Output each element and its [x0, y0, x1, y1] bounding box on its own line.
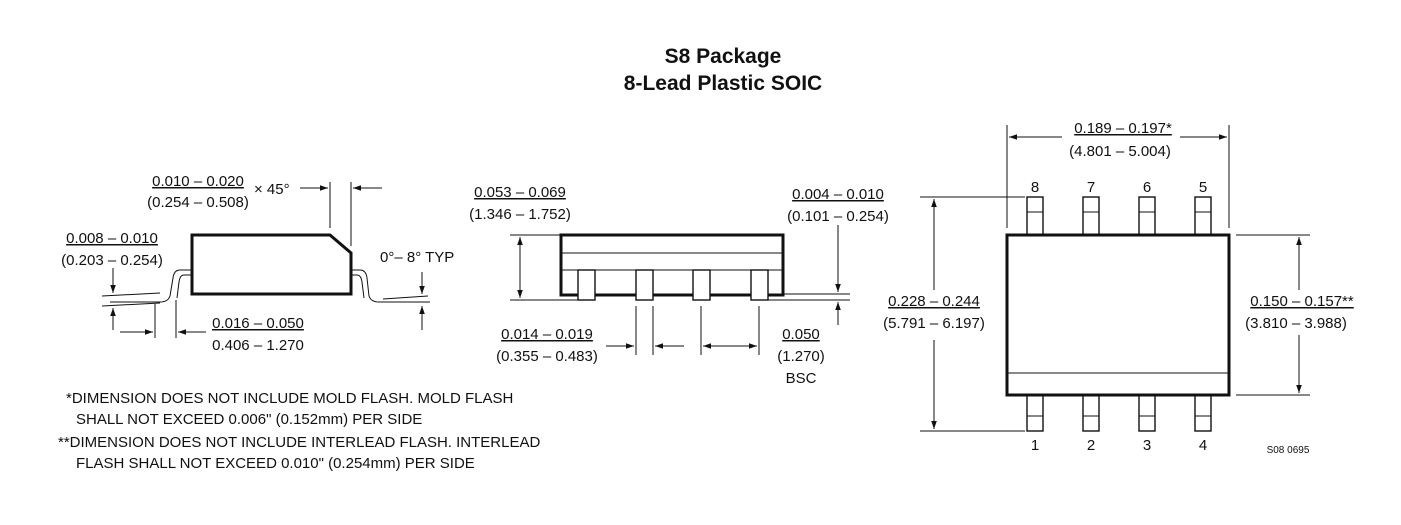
bottom-lead-4	[1194, 394, 1212, 432]
lead-width-inch: 0.014 – 0.019	[501, 326, 593, 343]
chamfer-inch: 0.010 – 0.020	[152, 173, 244, 190]
length-mm: (4.801 – 5.004)	[1069, 143, 1171, 160]
lead-thickness-inch: 0.008 – 0.010	[66, 230, 158, 247]
lead-width-mm: (0.355 – 0.483)	[496, 348, 598, 365]
height-inch: 0.053 – 0.069	[474, 184, 566, 201]
standoff-mm: (0.101 – 0.254)	[787, 208, 889, 225]
notes: *DIMENSION DOES NOT INCLUDE MOLD FLASH. …	[58, 390, 540, 472]
standoff-inch: 0.004 – 0.010	[792, 186, 884, 203]
pin-number-7: 7	[1087, 179, 1095, 196]
height-mm: (1.346 – 1.752)	[469, 206, 571, 223]
pin-number-1: 1	[1031, 437, 1039, 454]
side-view-lead-right	[351, 269, 430, 303]
note-2-line-2: FLASH SHALL NOT EXCEED 0.010" (0.254mm) …	[76, 455, 475, 472]
bottom-lead-1	[1026, 394, 1044, 432]
pin-number-2: 2	[1087, 437, 1095, 454]
pitch-mm: (1.270)	[777, 348, 825, 365]
body-width-inch: 0.150 – 0.157**	[1250, 293, 1354, 310]
body-width-mm: (3.810 – 3.988)	[1245, 315, 1347, 332]
pin-number-5: 5	[1199, 179, 1207, 196]
bottom-lead-3	[1138, 394, 1156, 432]
foot-length-inch: 0.016 – 0.050	[212, 315, 304, 332]
top-lead-6	[1138, 196, 1156, 236]
front-lead-1	[577, 269, 596, 301]
length-inch: 0.189 – 0.197*	[1074, 120, 1172, 137]
lead-angle: 0°– 8° TYP	[380, 249, 454, 266]
side-view-body	[190, 233, 353, 296]
lead-thick-ext-bottom	[101, 302, 161, 307]
chamfer-angle: × 45°	[254, 181, 290, 198]
pin-number-6: 6	[1143, 179, 1151, 196]
lead-thick-ext-top	[101, 292, 161, 297]
pitch-note: BSC	[786, 370, 817, 387]
note-1-line-1: *DIMENSION DOES NOT INCLUDE MOLD FLASH. …	[66, 390, 513, 407]
note-2-line-1: **DIMENSION DOES NOT INCLUDE INTERLEAD F…	[58, 434, 540, 451]
title-line-2: 8-Lead Plastic SOIC	[624, 72, 822, 95]
front-lead-3	[692, 269, 711, 301]
total-width-inch: 0.228 – 0.244	[888, 293, 980, 310]
foot-length-mm: 0.406 – 1.270	[212, 337, 304, 354]
top-lead-5	[1194, 196, 1212, 236]
front-view: 0.053 – 0.069 (1.346 – 1.752) 0.004 – 0.…	[469, 184, 889, 387]
front-lead-2	[635, 269, 654, 301]
top-view-body	[1005, 233, 1231, 397]
bottom-lead-2	[1082, 394, 1100, 432]
drawing-code: S08 0695	[1267, 445, 1310, 456]
front-view-body	[559, 233, 785, 297]
title-line-1: S8 Package	[665, 45, 782, 68]
top-lead-8	[1026, 196, 1044, 236]
side-view-lead-left	[110, 269, 192, 303]
side-view-lead-right-inner	[351, 274, 365, 299]
chamfer-mm: (0.254 – 0.508)	[147, 194, 249, 211]
top-view: 8 7 6 5 1 2 3 4 0.189 – 0.197* (4.801 – …	[883, 120, 1354, 456]
front-lead-4	[750, 269, 769, 301]
pin-number-4: 4	[1199, 437, 1207, 454]
note-1-line-2: SHALL NOT EXCEED 0.006" (0.152mm) PER SI…	[76, 411, 422, 428]
side-view: 0.010 – 0.020 (0.254 – 0.508) × 45° 0.00…	[61, 173, 454, 354]
side-view-lead-left-inner	[176, 274, 192, 299]
top-lead-7	[1082, 196, 1100, 236]
lead-thickness-mm: (0.203 – 0.254)	[61, 252, 163, 269]
pin-number-3: 3	[1143, 437, 1151, 454]
total-width-mm: (5.791 – 6.197)	[883, 315, 985, 332]
pitch-inch: 0.050	[782, 326, 820, 343]
pin-number-8: 8	[1031, 179, 1039, 196]
angle-ref-line	[382, 295, 429, 300]
